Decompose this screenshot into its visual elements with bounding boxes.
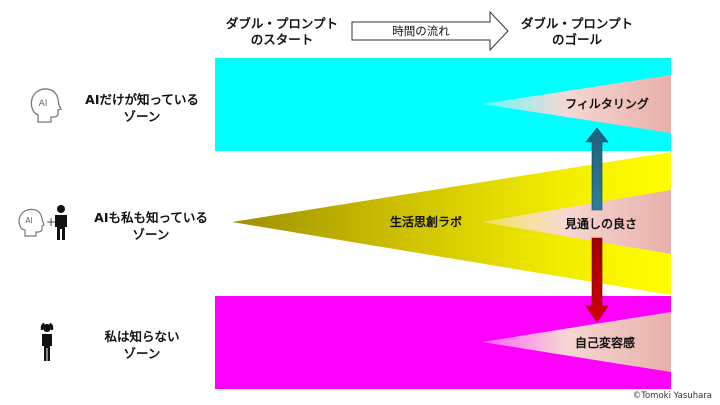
time-flow-arrow [351,10,509,52]
ai-head-small-icon: AI [18,208,45,237]
confused-person-icon [40,323,54,361]
row-label-unknown-line1: 私は知らない [104,329,180,344]
wedge-label-visibility: 見通しの良さ [564,216,637,231]
down-arrow [585,237,609,323]
row-label-shared: AIも私も知っている ゾーン [76,209,226,243]
goal-header-line1: ダブル・プロンプト [520,16,634,31]
row-label-ai-only-line2: ゾーン [123,109,161,124]
time-flow-label: 時間の流れ [392,24,450,38]
goal-header: ダブル・プロンプト のゴール [507,16,647,48]
row-label-ai-only: AIだけが知っている ゾーン [67,91,217,125]
row-label-shared-line2: ゾーン [132,227,170,242]
up-arrow [585,127,609,211]
start-header-line1: ダブル・プロンプト [225,16,339,31]
ai-head-icon: AI [30,88,62,123]
plus-sign: + [46,215,56,229]
wedge-label-self-transformation: 自己変容感 [575,335,635,350]
cone-label: 生活思創ラボ [390,214,462,229]
shared-zone-cone [232,152,671,295]
start-header-line2: のスタート [250,32,314,47]
row-label-unknown: 私は知らない ゾーン [67,328,217,362]
svg-text:AI: AI [25,216,32,225]
wedge-self-transformation [482,312,671,372]
goal-header-line2: のゴール [551,32,602,47]
wedge-label-filtering: フィルタリング [565,96,649,111]
copyright-credit: ©Tomoki Yasuhara [632,391,712,401]
start-header: ダブル・プロンプト のスタート [212,16,352,48]
wedge-filtering [482,75,671,133]
row-label-ai-only-line1: AIだけが知っている [85,92,199,107]
row-label-unknown-line2: ゾーン [123,346,161,361]
svg-text:AI: AI [39,99,48,109]
person-icon [55,205,67,240]
row-label-shared-line1: AIも私も知っている [94,210,208,225]
wedge-visibility [482,190,671,254]
